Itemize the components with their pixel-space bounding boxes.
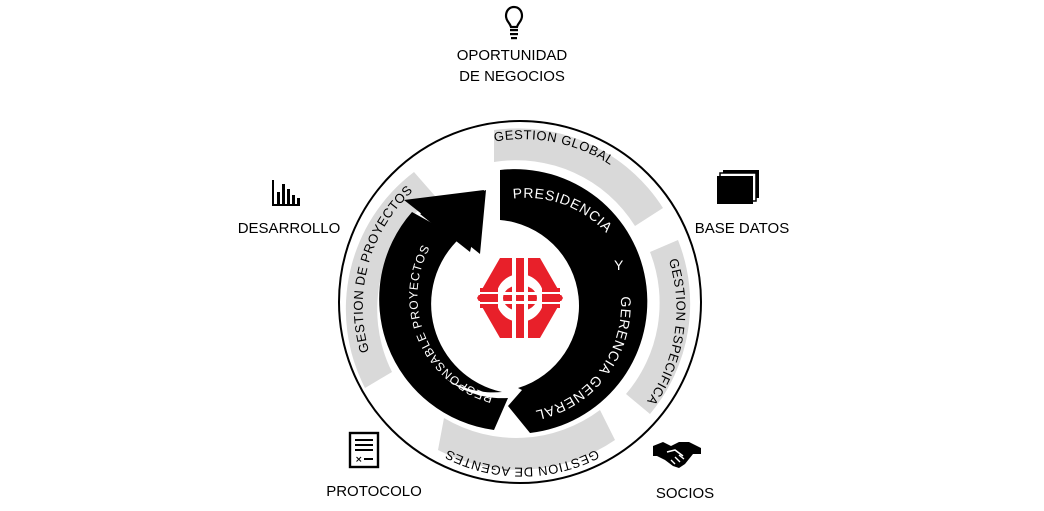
label-y: Y — [614, 257, 624, 273]
gray-ring — [345, 128, 691, 470]
svg-text:×: × — [355, 455, 363, 465]
arrow-head — [404, 190, 484, 252]
center-logo — [477, 258, 563, 338]
gray-segment-agents — [438, 410, 615, 470]
gray-segment-specific — [626, 240, 691, 414]
label-oportunidad-1: OPORTUNIDAD — [457, 47, 568, 64]
label-desarrollo: DESARROLLO — [238, 220, 341, 237]
black-segment-responsible — [379, 212, 508, 430]
outer-ring — [338, 120, 702, 484]
label-protocolo: PROTOCOLO — [326, 483, 422, 500]
black-segment-management — [500, 169, 648, 433]
document-icon: × — [348, 431, 380, 469]
gray-segment-projects — [345, 172, 435, 388]
label-base-datos: BASE DATOS — [695, 220, 789, 237]
handshake-icon — [653, 442, 701, 468]
label-oportunidad-2: DE NEGOCIOS — [459, 68, 565, 85]
black-ring — [379, 169, 648, 433]
bar-chart-icon — [272, 180, 300, 206]
label-socios: SOCIOS — [656, 485, 714, 502]
gray-segment-global — [494, 128, 663, 226]
lightbulb-icon — [504, 5, 524, 40]
stacked-pages-icon — [717, 170, 759, 204]
